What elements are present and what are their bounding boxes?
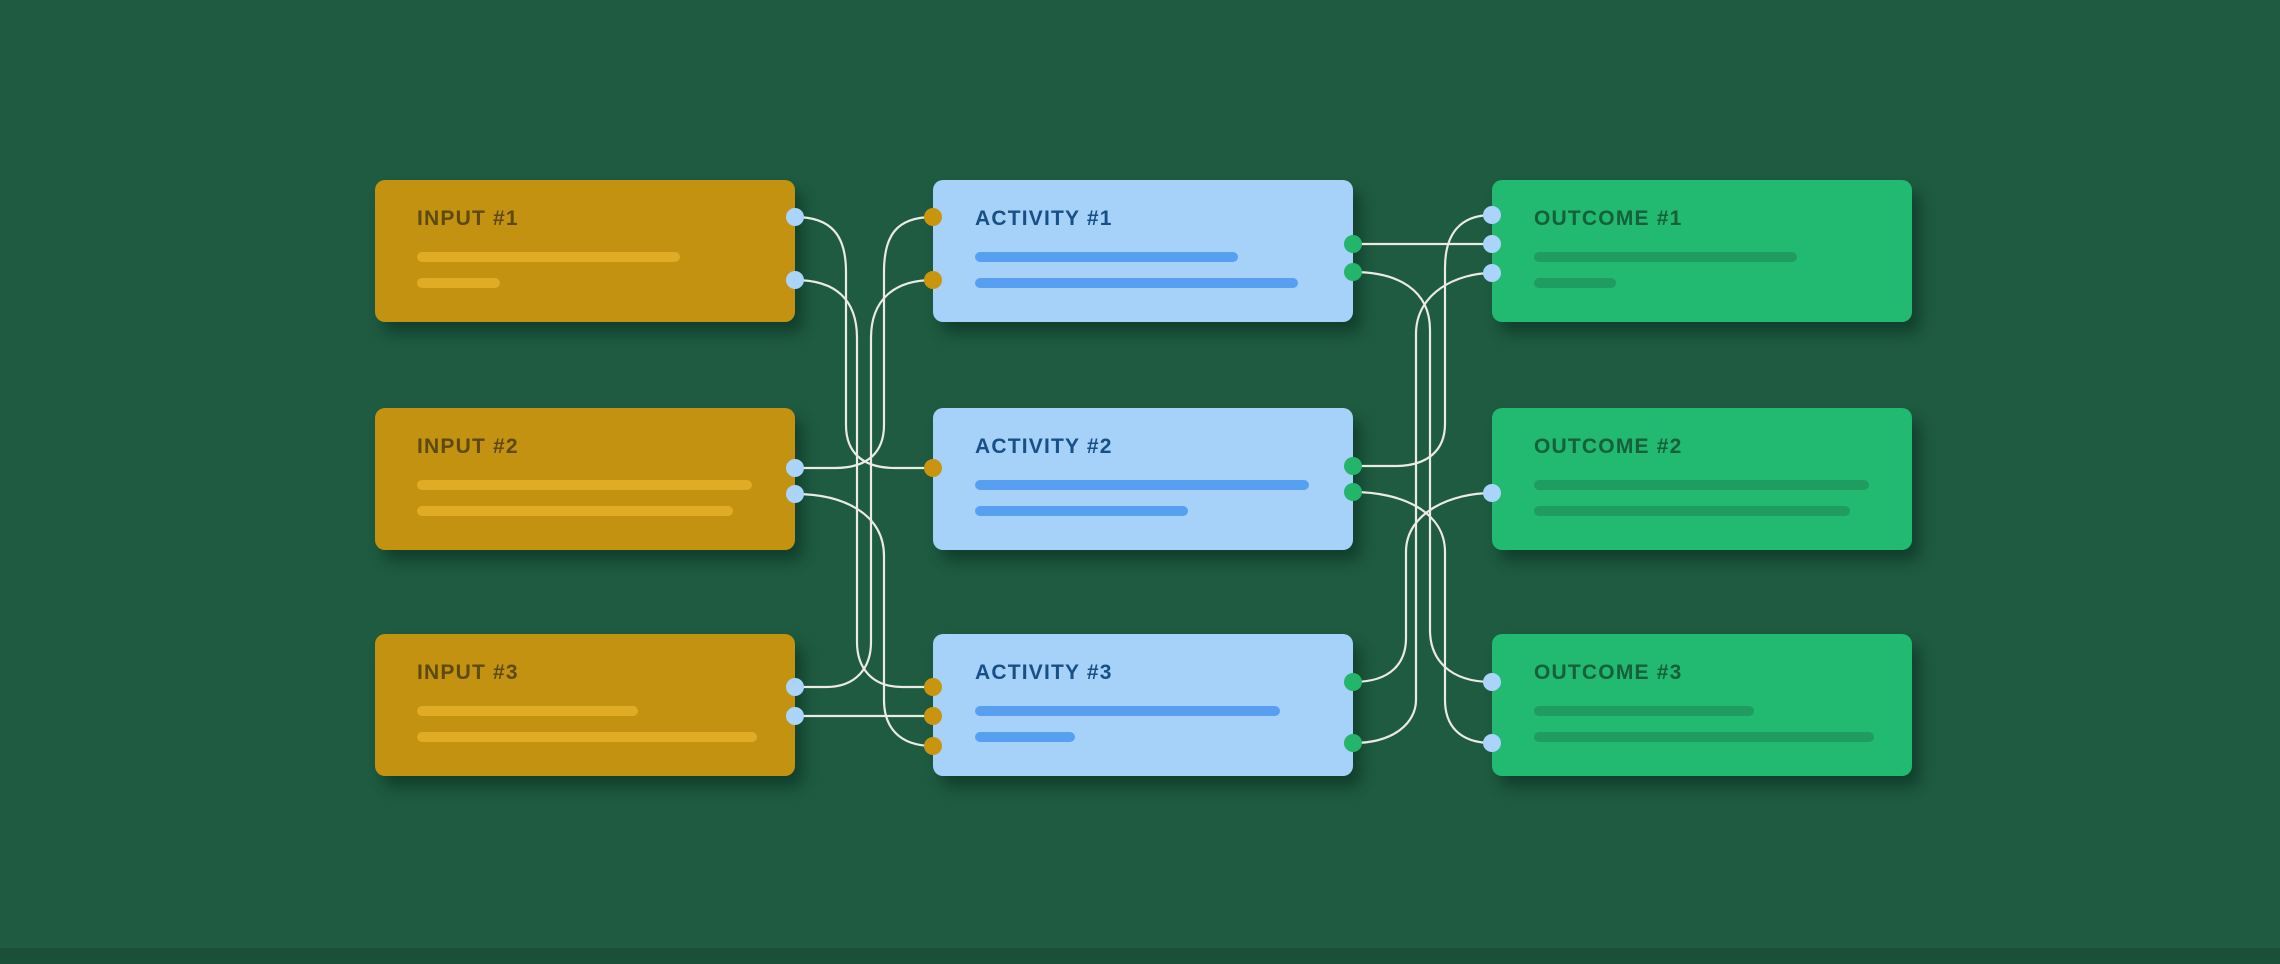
placeholder-text-bar xyxy=(1534,480,1869,490)
connector-activity1-to-outcome3 xyxy=(1351,270,1494,684)
placeholder-text-bar xyxy=(975,732,1075,742)
connection-dot-act1-lb xyxy=(924,271,942,289)
connection-dot-out1-b xyxy=(1483,235,1501,253)
placeholder-text-bar xyxy=(975,252,1238,262)
placeholder-text-bar xyxy=(417,706,638,716)
card-activity1: ACTIVITY #1 xyxy=(933,180,1353,322)
placeholder-text-bar xyxy=(417,732,757,742)
placeholder-text-bar xyxy=(417,278,500,288)
card-title: OUTCOME #3 xyxy=(1534,661,1683,684)
card-outcome2: OUTCOME #2 xyxy=(1492,408,1912,550)
placeholder-text-bar xyxy=(975,706,1280,716)
card-activity2: ACTIVITY #2 xyxy=(933,408,1353,550)
connector-activity2-to-outcome1 xyxy=(1351,213,1494,468)
placeholder-text-bar xyxy=(1534,278,1616,288)
connection-dot-in2-a xyxy=(786,459,804,477)
connection-dot-in1-b xyxy=(786,271,804,289)
connection-dot-out1-c xyxy=(1483,264,1501,282)
connection-dot-act3-ra xyxy=(1344,673,1362,691)
card-title: ACTIVITY #2 xyxy=(975,435,1113,458)
connection-dot-in1-a xyxy=(786,208,804,226)
connector-input1-to-activity2 xyxy=(793,215,935,470)
connection-dot-act3-lb xyxy=(924,707,942,725)
background-bottom-band xyxy=(0,948,2280,964)
connection-dot-out3-b xyxy=(1483,734,1501,752)
placeholder-text-bar xyxy=(1534,252,1797,262)
placeholder-text-bar xyxy=(1534,706,1754,716)
connection-dot-act1-rb xyxy=(1344,263,1362,281)
placeholder-text-bar xyxy=(417,480,752,490)
card-outcome3: OUTCOME #3 xyxy=(1492,634,1912,776)
connector-input2-to-activity1 xyxy=(793,215,935,470)
connection-dot-act2-ra xyxy=(1344,457,1362,475)
connection-dot-in2-b xyxy=(786,485,804,503)
card-title: ACTIVITY #1 xyxy=(975,207,1113,230)
connection-dot-act1-la xyxy=(924,208,942,226)
card-title: INPUT #1 xyxy=(417,207,519,230)
card-outcome1: OUTCOME #1 xyxy=(1492,180,1912,322)
card-title: INPUT #2 xyxy=(417,435,519,458)
connector-input1-to-activity3 xyxy=(793,278,935,689)
placeholder-text-bar xyxy=(1534,506,1850,516)
card-title: OUTCOME #1 xyxy=(1534,207,1683,230)
connector-activity3-to-outcome2 xyxy=(1351,491,1494,684)
connection-dot-act2-rb xyxy=(1344,483,1362,501)
card-input2: INPUT #2 xyxy=(375,408,795,550)
placeholder-text-bar xyxy=(417,506,733,516)
card-title: ACTIVITY #3 xyxy=(975,661,1113,684)
connection-dot-act3-rb xyxy=(1344,734,1362,752)
card-input3: INPUT #3 xyxy=(375,634,795,776)
placeholder-text-bar xyxy=(1534,732,1874,742)
placeholder-text-bar xyxy=(975,480,1309,490)
connection-dot-act1-ra xyxy=(1344,235,1362,253)
placeholder-text-bar xyxy=(975,278,1298,288)
placeholder-text-bar xyxy=(975,506,1188,516)
connection-dot-in3-a xyxy=(786,678,804,696)
connection-dot-out3-a xyxy=(1483,673,1501,691)
connection-dot-out2-a xyxy=(1483,484,1501,502)
placeholder-text-bar xyxy=(417,252,680,262)
connector-input2-to-activity3 xyxy=(793,492,935,748)
card-title: INPUT #3 xyxy=(417,661,519,684)
connection-dot-act3-la xyxy=(924,678,942,696)
connection-dot-act2-la xyxy=(924,459,942,477)
connector-activity2-to-outcome3 xyxy=(1351,490,1494,745)
card-title: OUTCOME #2 xyxy=(1534,435,1683,458)
connector-input3-to-activity1 xyxy=(793,278,935,689)
connection-dot-act3-lc xyxy=(924,737,942,755)
connection-dot-in3-b xyxy=(786,707,804,725)
connector-activity3-to-outcome1 xyxy=(1351,271,1494,745)
card-input1: INPUT #1 xyxy=(375,180,795,322)
connection-dot-out1-a xyxy=(1483,206,1501,224)
card-activity3: ACTIVITY #3 xyxy=(933,634,1353,776)
